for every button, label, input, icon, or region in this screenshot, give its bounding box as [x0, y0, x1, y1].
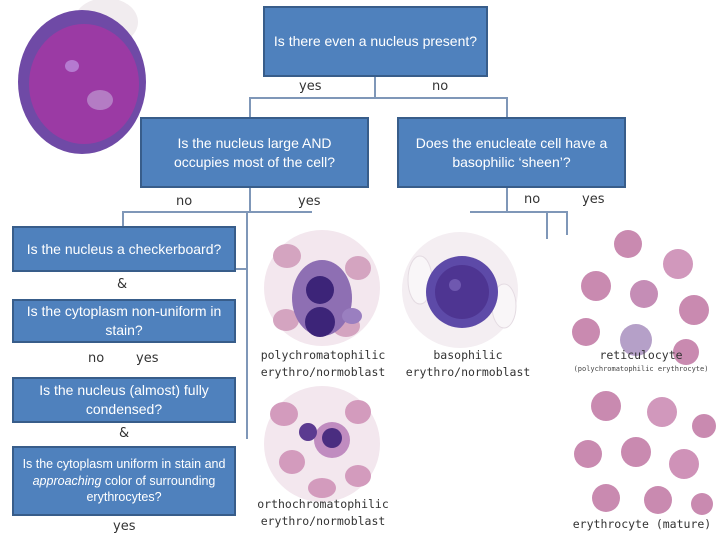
polychromatophilic-image	[264, 230, 380, 346]
connector-to-enucleate	[506, 97, 508, 117]
edge-label-large-no: no	[176, 194, 193, 209]
decision-large-nucleus: Is the nucleus large AND occupies most o…	[140, 117, 369, 188]
decision-fully-condensed-text: Is the nucleus (almost) fully condensed?	[39, 382, 209, 417]
decision-cytoplasm-nonuniform-text: Is the cytoplasm non-uniform in stain?	[26, 303, 222, 338]
decision-fully-condensed: Is the nucleus (almost) fully condensed?	[12, 377, 236, 423]
connector-checker-right	[236, 268, 248, 270]
decision-enucleate-sheen-text: Does the enucleate cell have a basophili…	[415, 134, 608, 170]
edge-label-cyto-yes: yes	[136, 351, 159, 366]
connector-root-right	[374, 97, 508, 99]
connector-to-checkerboard	[122, 211, 124, 226]
caption-basophilic-line2: erythro/normoblast	[405, 364, 531, 379]
connector-root-down	[374, 77, 376, 98]
reticulocyte-image	[572, 230, 709, 365]
caption-basophilic-line1: basophilic	[433, 348, 503, 362]
blast-cell-image	[18, 0, 146, 154]
edge-label-final-yes: yes	[113, 519, 136, 534]
decision-nucleus-present: Is there even a nucleus present?	[263, 6, 488, 77]
edge-label-root-yes: yes	[299, 79, 322, 94]
decision-checkerboard-text: Is the nucleus a checkerboard?	[26, 240, 222, 257]
cytoplasm-uniform-prefix: Is the cytoplasm uniform in stain and	[22, 456, 226, 471]
caption-reticulocyte-note: (polychromatophilic erythrocyte)	[573, 364, 709, 373]
connector-enucleate-down	[506, 188, 508, 213]
caption-polychromatophilic-line2: erythro/normoblast	[260, 364, 386, 379]
decision-cytoplasm-uniform: Is the cytoplasm uniform in stain and ap…	[12, 446, 236, 516]
decision-nucleus-present-text: Is there even a nucleus present?	[273, 33, 478, 50]
connector-enucleate-h	[470, 211, 566, 213]
orthochromatophilic-image	[264, 386, 380, 502]
connector-to-reticulocyte	[566, 211, 568, 235]
decision-cytoplasm-uniform-text: Is the cytoplasm uniform in stain and ap…	[20, 456, 228, 507]
caption-basophilic: basophilic erythro/normoblast	[395, 347, 541, 380]
edge-label-and-2: &	[119, 426, 130, 441]
connector-to-basophilic	[546, 211, 548, 239]
caption-reticulocyte: reticulocyte (polychromatophilic erythro…	[566, 347, 716, 374]
erythrocyte-image	[574, 391, 716, 515]
edge-label-enucleate-yes: yes	[582, 192, 605, 207]
basophilic-image	[402, 232, 518, 348]
cytoplasm-uniform-emphasis: approaching	[32, 473, 102, 488]
caption-orthochromatophilic-line1: orthochromatophilic	[257, 497, 389, 511]
caption-polychromatophilic-line1: polychromatophilic	[260, 348, 386, 362]
edge-label-large-yes: yes	[298, 194, 321, 209]
caption-erythrocyte-line1: erythrocyte (mature)	[572, 517, 712, 531]
connector-root-left	[249, 97, 376, 99]
edge-label-root-no: no	[432, 79, 449, 94]
edge-label-and-1: &	[117, 277, 128, 292]
connector-large-down	[249, 188, 251, 213]
caption-reticulocyte-line1: reticulocyte	[599, 348, 683, 362]
caption-polychromatophilic: polychromatophilic erythro/normoblast	[250, 347, 396, 380]
edge-label-enucleate-no: no	[524, 192, 541, 207]
caption-erythrocyte: erythrocyte (mature)	[566, 516, 718, 533]
connector-large-left	[122, 211, 251, 213]
decision-cytoplasm-nonuniform: Is the cytoplasm non-uniform in stain?	[12, 299, 236, 343]
decision-large-nucleus-text: Is the nucleus large AND occupies most o…	[173, 134, 336, 170]
caption-orthochromatophilic-line2: erythro/normoblast	[260, 513, 386, 528]
connector-right-rail	[246, 211, 248, 439]
caption-orthochromatophilic: orthochromatophilic erythro/normoblast	[250, 496, 396, 529]
cytoplasm-uniform-suffix: color of surrounding erythrocytes?	[86, 473, 216, 505]
decision-enucleate-sheen: Does the enucleate cell have a basophili…	[397, 117, 626, 188]
decision-checkerboard: Is the nucleus a checkerboard?	[12, 226, 236, 272]
connector-large-right	[249, 211, 312, 213]
connector-to-large	[249, 97, 251, 117]
edge-label-cyto-no: no	[88, 351, 105, 366]
